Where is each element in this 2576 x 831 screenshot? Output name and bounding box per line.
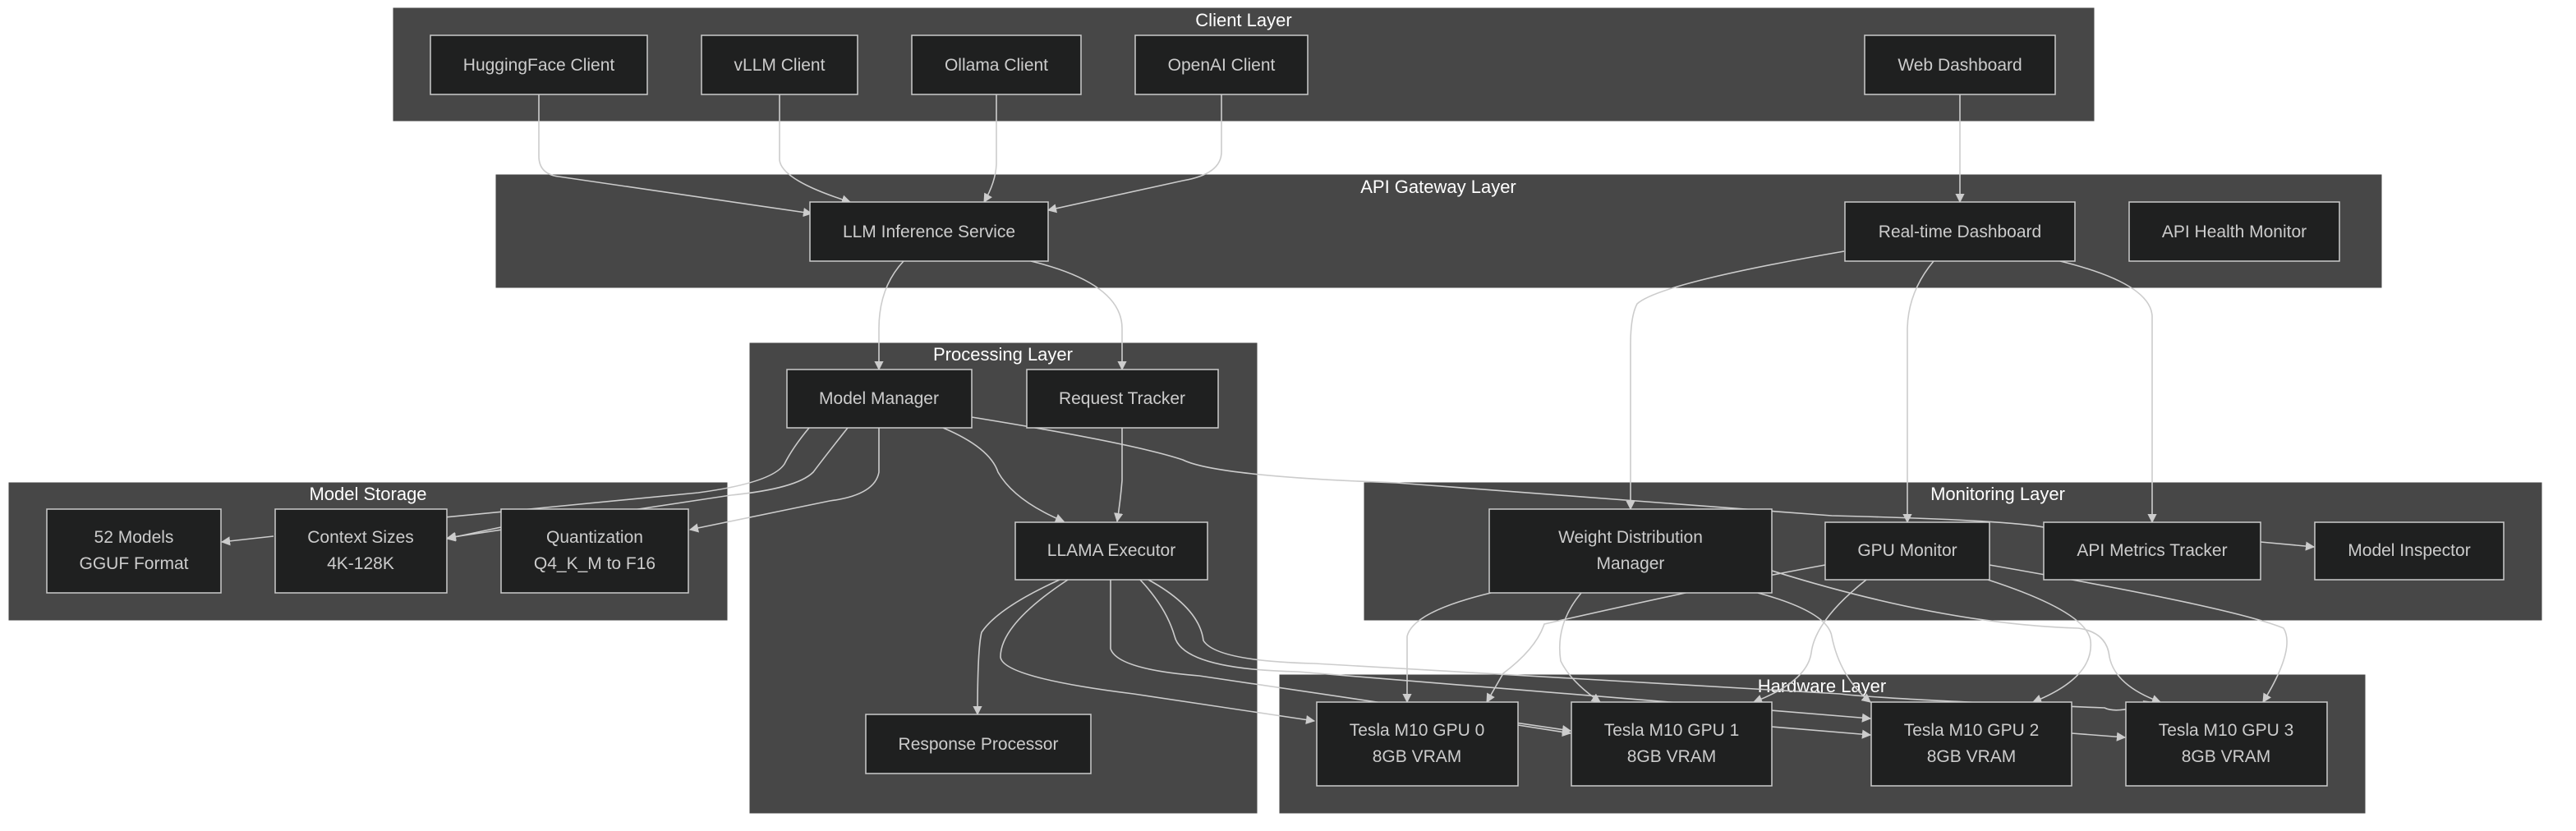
realtime-dashboard-label: Real-time Dashboard (1879, 223, 2041, 241)
gpu-2-label-line1: Tesla M10 GPU 2 (1904, 721, 2040, 740)
api-gateway-layer-title: API Gateway Layer (1360, 177, 1516, 197)
edge-gpumon-gpu2 (1987, 579, 2092, 704)
model-inspector-node[interactable]: Model Inspector (2314, 521, 2505, 581)
tesla-m10-gpu-1-node[interactable]: Tesla M10 GPU 1 8GB VRAM (1571, 701, 1773, 787)
edge-rtdash-gpumon (1902, 260, 1934, 524)
weight-distribution-manager-node[interactable]: Weight Distribution Manager (1488, 508, 1773, 594)
edge-vllm-llm (779, 94, 852, 204)
edge-openai-llm (1046, 94, 1222, 213)
edge-mm-exec (942, 427, 1065, 523)
tesla-m10-gpu-0-node[interactable]: Tesla M10 GPU 0 8GB VRAM (1316, 701, 1519, 787)
gpu-1-label-line2: 8GB VRAM (1627, 747, 1717, 766)
edge-wdm-gpu2 (1757, 592, 1871, 703)
model-storage-layer-title: Model Storage (309, 484, 426, 504)
web-dashboard-label: Web Dashboard (1898, 56, 2022, 75)
models-gguf-node[interactable]: 52 Models GGUF Format (46, 508, 222, 594)
response-processor-label: Response Processor (899, 735, 1059, 754)
edge-gpumon-gpu3 (1989, 564, 2288, 703)
model-manager-node[interactable]: Model Manager (786, 369, 973, 429)
edge-hf-llm (538, 94, 813, 218)
request-tracker-node[interactable]: Request Tracker (1026, 369, 1219, 429)
edge-wdm-gpu0 (1402, 592, 1492, 704)
client-layer-title: Client Layer (1195, 10, 1291, 30)
tesla-m10-gpu-3-node[interactable]: Tesla M10 GPU 3 8GB VRAM (2125, 701, 2328, 787)
edge-exec-gpu1 (1110, 580, 1572, 735)
edge-wdm-gpu1 (1558, 592, 1601, 703)
gpu-3-label-line1: Tesla M10 GPU 3 (2159, 721, 2294, 740)
processing-layer-title: Processing Layer (933, 344, 1073, 365)
api-metrics-tracker-label: API Metrics Tracker (2077, 541, 2227, 560)
llama-executor-node[interactable]: LLAMA Executor (1014, 521, 1208, 581)
edge-mm-models (274, 427, 810, 538)
tesla-m10-gpu-2-node[interactable]: Tesla M10 GPU 2 8GB VRAM (1870, 701, 2072, 787)
openai-client-label: OpenAI Client (1168, 56, 1276, 75)
llm-inference-service-label: LLM Inference Service (843, 223, 1015, 241)
edge-mm-ctx (446, 427, 849, 542)
edge-exec-resp (973, 579, 1060, 716)
gpu-3-label-line2: 8GB VRAM (2182, 747, 2271, 766)
edge-gpumon-gpu0 (1486, 564, 1826, 703)
edge-wdm-gpu3 (1771, 570, 2162, 704)
gpu-0-label-line1: Tesla M10 GPU 0 (1350, 721, 1485, 740)
models-gguf-label-line2: GGUF Format (79, 554, 188, 573)
edge-exec-gpu0 (1000, 579, 1316, 725)
edge-gpu2-gpu3 (2071, 732, 2127, 741)
vllm-client-label: vLLM Client (734, 56, 826, 75)
quantization-node[interactable]: Quantization Q4_K_M to F16 (500, 508, 689, 594)
edge-gpu1-gpu2 (1771, 726, 1872, 739)
llama-executor-label: LLAMA Executor (1047, 541, 1175, 560)
api-gateway-layer: API Gateway Layer (495, 174, 2382, 288)
models-gguf-label-line1: 52 Models (94, 528, 174, 547)
openai-client-node[interactable]: OpenAI Client (1134, 34, 1309, 95)
huggingface-client-node[interactable]: HuggingFace Client (430, 34, 648, 95)
edge-llm-mm (874, 260, 904, 371)
gpu-0-label-line2: 8GB VRAM (1373, 747, 1462, 766)
ollama-client-label: Ollama Client (945, 56, 1048, 75)
monitoring-layer-title: Monitoring Layer (1930, 484, 2065, 504)
web-dashboard-node[interactable]: Web Dashboard (1864, 34, 2056, 95)
edge-gpu0-gpu1 (1517, 724, 1572, 737)
huggingface-client-label: HuggingFace Client (463, 56, 615, 75)
edge-exec-gpu2 (1139, 579, 1872, 723)
edge-quant-ctx (445, 526, 502, 542)
response-processor-node[interactable]: Response Processor (865, 714, 1092, 774)
vllm-client-node[interactable]: vLLM Client (701, 34, 858, 95)
model-inspector-label: Model Inspector (2348, 541, 2470, 560)
edge-mm-metrics (971, 416, 2045, 528)
quantization-label-line1: Quantization (546, 528, 643, 547)
api-health-monitor-label: API Health Monitor (2162, 223, 2307, 241)
context-sizes-label-line2: 4K-128K (327, 554, 394, 573)
weight-distribution-label-line2: Manager (1597, 554, 1665, 573)
ollama-client-node[interactable]: Ollama Client (911, 34, 1082, 95)
edge-rt-exec (1114, 428, 1124, 523)
context-sizes-label-line1: Context Sizes (307, 528, 414, 547)
api-health-monitor-node[interactable]: API Health Monitor (2128, 201, 2340, 262)
edge-metrics-inspector (2260, 541, 2316, 551)
quantization-label-line2: Q4_K_M to F16 (534, 554, 656, 573)
edge-llm-rt (1030, 260, 1127, 371)
edge-rtdash-wdm (1626, 250, 1845, 511)
llm-inference-service-node[interactable]: LLM Inference Service (809, 201, 1049, 262)
edge-ollama-llm (983, 94, 997, 203)
edge-exec-gpu3 (1148, 579, 2154, 711)
api-metrics-tracker-node[interactable]: API Metrics Tracker (2043, 521, 2261, 581)
context-sizes-node[interactable]: Context Sizes 4K-128K (274, 508, 448, 594)
gpu-monitor-label: GPU Monitor (1857, 541, 1957, 560)
gpu-2-label-line2: 8GB VRAM (1927, 747, 2017, 766)
weight-distribution-label-line1: Weight Distribution (1558, 528, 1703, 547)
gpu-1-label-line1: Tesla M10 GPU 1 (1604, 721, 1740, 740)
model-manager-label: Model Manager (819, 389, 939, 408)
request-tracker-label: Request Tracker (1059, 389, 1185, 408)
realtime-dashboard-node[interactable]: Real-time Dashboard (1844, 201, 2076, 262)
edge-gpumon-gpu1 (1752, 579, 1867, 704)
gpu-monitor-node[interactable]: GPU Monitor (1824, 521, 1990, 581)
edge-ctx-models (220, 535, 274, 546)
edge-rtdash-metrics (2059, 260, 2157, 524)
edge-mm-quant (688, 428, 880, 533)
